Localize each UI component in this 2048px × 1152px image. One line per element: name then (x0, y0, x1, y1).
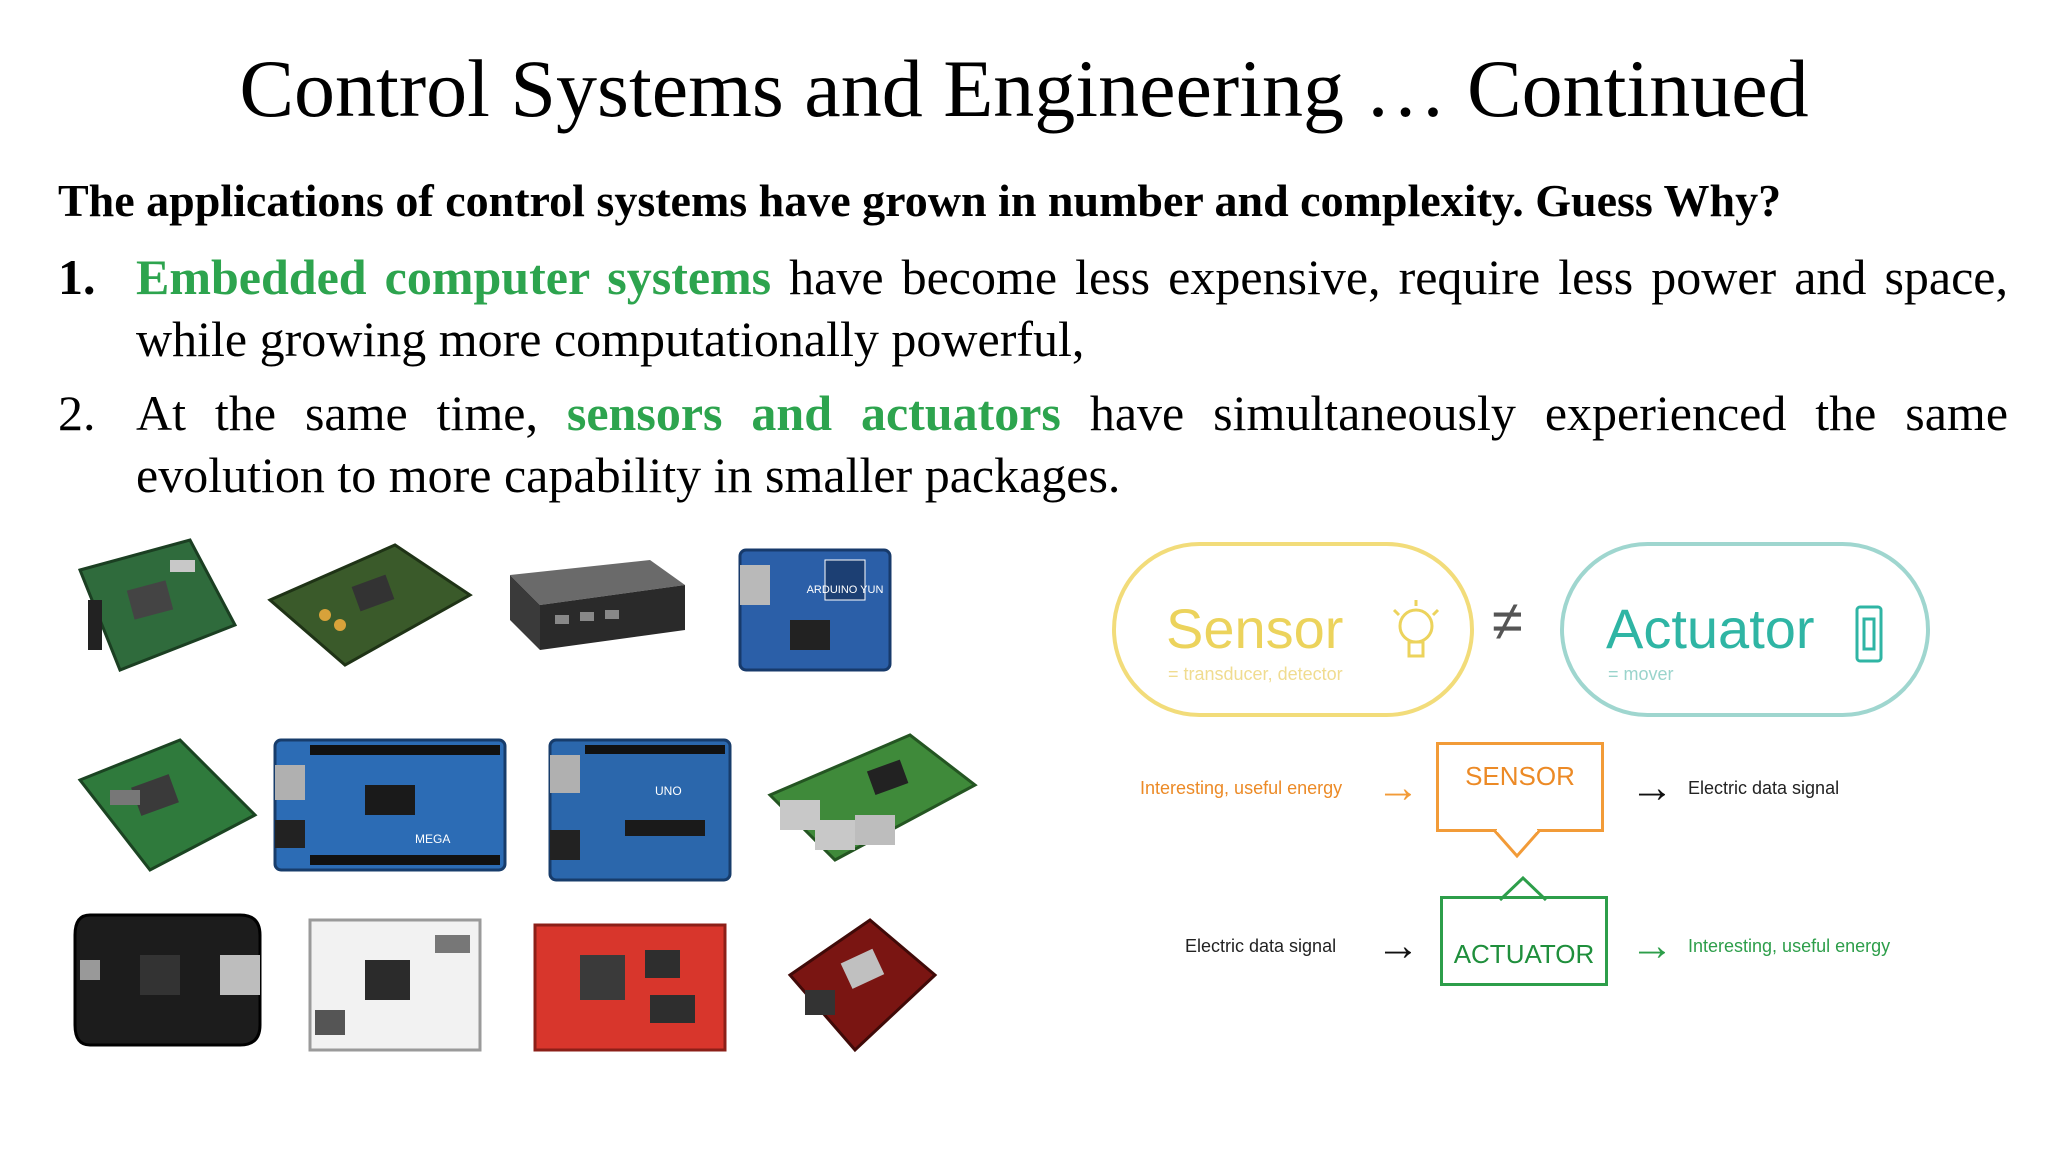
flow1-output-label: Electric data signal (1688, 778, 1840, 798)
flow2-input-label: Electric data signal (1185, 936, 1337, 956)
actuator-subtitle: = mover (1608, 664, 1674, 684)
arrow-right-icon: → (1376, 763, 1420, 812)
list-number: 2. (58, 385, 96, 441)
sensor-subtitle: = transducer, detector (1168, 664, 1343, 684)
board-label: UNO (655, 784, 682, 798)
flow1-input-label: Interesting, useful energy (1140, 778, 1343, 798)
board-image-2 (265, 540, 475, 670)
list-item-2: 2. At the same time, sensors and actuato… (58, 382, 2008, 506)
board-white (305, 915, 485, 1055)
sensor-pill: Sensor = transducer, detector (1112, 542, 1474, 717)
board-raspberry-pi (760, 725, 980, 885)
flow2-output-label: Interesting, useful energy (1688, 936, 1891, 956)
boards-collage: ARDUINO YUN MEGA UNO (70, 530, 990, 1060)
item-text-line2: evolution to more capability in smaller … (136, 447, 1121, 503)
board-beaglebone (70, 905, 270, 1055)
actuator-title: Actuator (1606, 597, 1815, 660)
highlight-embedded: Embedded computer systems (136, 249, 772, 305)
list-number: 1. (58, 249, 96, 305)
board-label: MEGA (415, 832, 450, 846)
item-text-post: have simultaneously experienced the same (1060, 385, 2009, 441)
board-arduino-yun: ARDUINO YUN (730, 545, 900, 675)
actuator-box: ACTUATOR (1440, 896, 1608, 986)
board-label: ARDUINO YUN (807, 584, 884, 596)
box-notch-icon (1498, 876, 1548, 902)
arrow-right-icon: → (1630, 921, 1674, 970)
board-red-dark (775, 905, 945, 1065)
slide-subtitle: The applications of control systems have… (58, 175, 1782, 226)
board-image-1 (70, 530, 240, 680)
list-item-1: 1. Embedded computer systems have become… (58, 246, 2008, 370)
highlight-sensors: sensors and actuators (566, 385, 1061, 441)
sensor-actuator-diagram: Sensor = transducer, detector ≠ Actuator… (1100, 530, 1960, 1000)
actuator-pill: Actuator = mover (1560, 542, 1930, 717)
board-arduino-uno: UNO (545, 735, 735, 885)
board-red (530, 920, 730, 1055)
switch-icon (1855, 605, 1883, 663)
board-image-3 (500, 540, 690, 660)
board-arduino-mega: MEGA (270, 735, 510, 875)
not-equal-sign: ≠ (1492, 589, 1523, 652)
slide-title: Control Systems and Engineering … Contin… (239, 43, 1809, 134)
arrow-right-icon: → (1630, 763, 1674, 812)
sensor-box: SENSOR (1436, 742, 1604, 832)
sensor-title: Sensor (1166, 597, 1344, 660)
item-text-pre: At the same time, (136, 385, 567, 441)
arrow-right-icon: → (1376, 921, 1420, 970)
board-image-5 (70, 730, 260, 880)
item-text: have become less expensive, require less… (136, 249, 2008, 367)
speech-notch-icon (1492, 828, 1542, 859)
lightbulb-icon (1392, 600, 1440, 658)
